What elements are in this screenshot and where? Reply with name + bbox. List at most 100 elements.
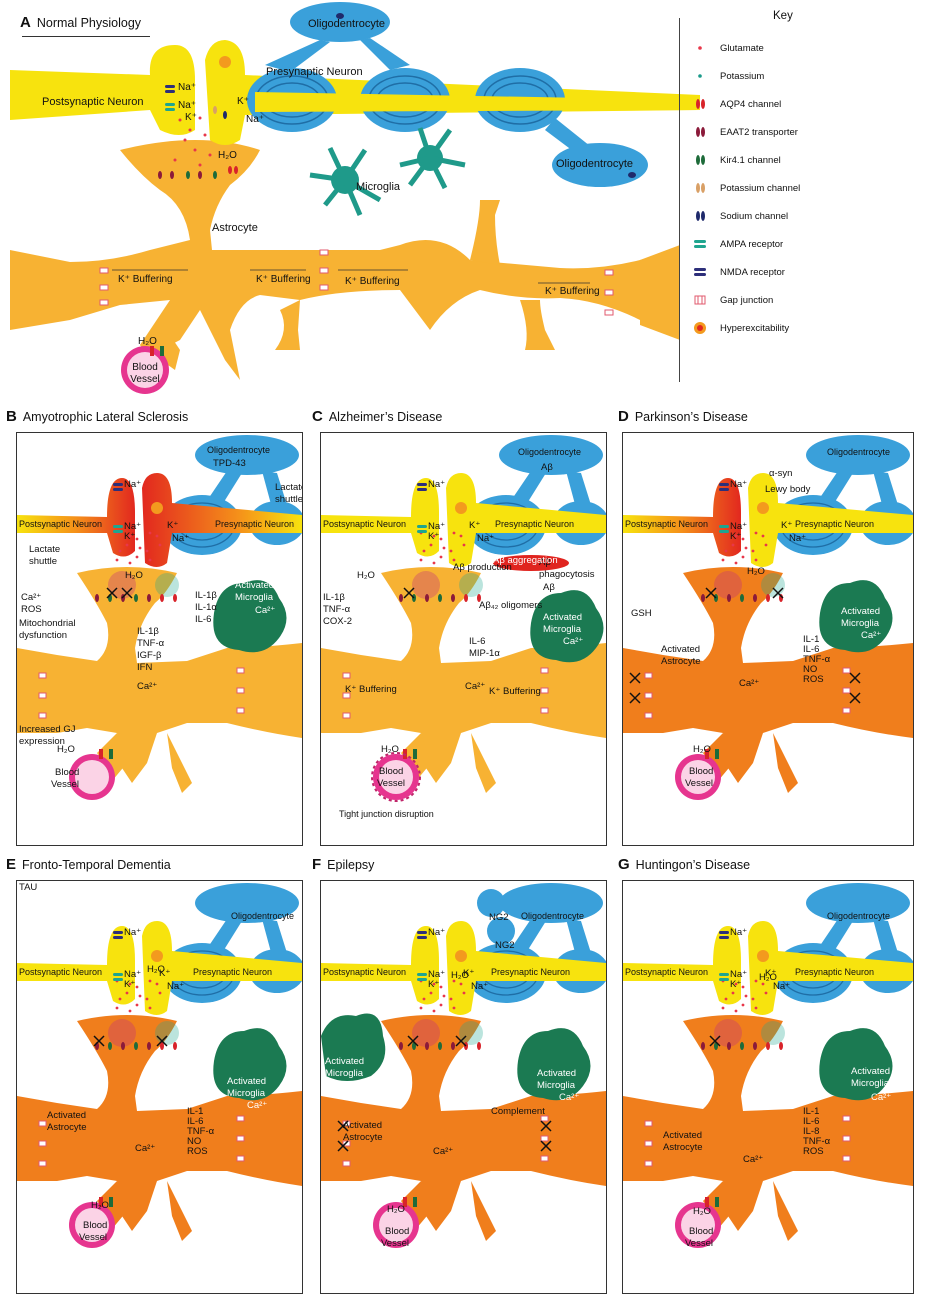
- key-item-potassium: Potassium: [698, 71, 764, 82]
- panel-c-label: K⁺: [428, 531, 440, 542]
- microglia: [309, 127, 466, 216]
- panel-c-label: Blood: [379, 766, 404, 777]
- panel-c-label: Vessel: [377, 778, 405, 789]
- presynaptic-neuron: [142, 473, 302, 567]
- panel-e-label: NO: [187, 1136, 202, 1147]
- oligodendrocyte: [773, 883, 913, 1003]
- key-item-label: Sodium channel: [720, 211, 789, 222]
- kir41-channel-icon: [693, 154, 707, 166]
- key-item-label: NMDA receptor: [720, 267, 785, 278]
- activated-microglia: [517, 1028, 591, 1101]
- panel-g-label: Blood: [689, 1226, 714, 1237]
- panel-a-illustration: [10, 2, 700, 394]
- panel-b-label: IFN: [137, 662, 153, 673]
- panel-e-label: H₂O: [91, 1200, 109, 1211]
- panel-d-label: Activated: [841, 606, 881, 617]
- key-title: Key: [773, 10, 793, 22]
- panel-e-label: Astrocyte: [47, 1122, 87, 1133]
- postsynaptic-neuron: [623, 926, 741, 1005]
- panel-b-label: Increased GJ: [19, 724, 76, 735]
- panel-g-label: Na⁺: [730, 927, 748, 938]
- panel-b-label: dysfunction: [19, 630, 68, 641]
- panel-f-label: Postsynaptic Neuron: [323, 967, 407, 977]
- panel-c-label: Presynaptic Neuron: [495, 519, 575, 529]
- panel-g-label: H₂O: [693, 1206, 711, 1217]
- panel-e-illustration: [17, 883, 302, 1248]
- blood-vessel-a: [121, 333, 180, 394]
- panel-b-label: Na⁺: [124, 479, 142, 490]
- label-kbuf1-a: K⁺ Buffering: [118, 274, 173, 285]
- panel-f-label: Microglia: [537, 1080, 576, 1091]
- panel-c-label: Oligodentrocyte: [518, 447, 582, 457]
- panel-c-label: Postsynaptic Neuron: [323, 519, 407, 529]
- panel-d-label: Vessel: [685, 778, 713, 789]
- activated-microglia-left: [321, 1013, 386, 1081]
- panel-g-label: Ca²⁺: [871, 1092, 892, 1103]
- panel-c-label: IL-6: [469, 636, 486, 647]
- panel-e-label: Presynaptic Neuron: [193, 967, 273, 977]
- label-microglia-a: Microglia: [356, 181, 401, 193]
- key-item-ampa-receptor: AMPA receptor: [694, 239, 783, 250]
- panel-g-label: Astrocyte: [663, 1142, 703, 1153]
- presynaptic-neuron: [142, 921, 302, 1015]
- gap-junction-icon: [693, 294, 707, 306]
- key-item-label: Hyperexcitability: [720, 323, 790, 334]
- panel-d-label: Ca²⁺: [739, 678, 760, 689]
- panel-d-label: Oligodentrocyte: [827, 447, 891, 457]
- panel-c-label: Aβ: [543, 582, 555, 593]
- panel-e-label: K⁺: [159, 968, 171, 979]
- panel-g-illustration: [623, 883, 913, 1248]
- key-item-aqp4-channel: AQP4 channel: [696, 99, 781, 110]
- panel-c-label: Aβ₄₂ oligomers: [479, 600, 543, 611]
- panel-c-label: K⁺ Buffering: [345, 684, 397, 695]
- key-item-potassium-channel: Potassium channel: [696, 183, 801, 194]
- panel-g-label: IL-1: [803, 1106, 820, 1117]
- panel-b-label: expression: [19, 736, 65, 747]
- panel-b-label: TPD-43: [213, 458, 246, 469]
- panel-g-label: IL-8: [803, 1126, 820, 1137]
- panel-b-label: shuttle: [275, 494, 303, 505]
- panel-c-label: Na⁺: [428, 521, 446, 532]
- panel-c-label: Aβ: [539, 557, 551, 568]
- panel-b-label: IL-1α: [195, 602, 217, 613]
- panel-d-label: Ca²⁺: [861, 630, 882, 641]
- panel-e-label: Na⁺: [124, 927, 142, 938]
- postsynaptic-neuron: [17, 478, 135, 557]
- panel-f-label: Astrocyte: [343, 1132, 383, 1143]
- postsynaptic-neuron: [321, 926, 439, 1005]
- panel-f-label: H₂O: [451, 970, 469, 981]
- panel-c-illustration: [321, 435, 606, 802]
- activated-microglia: [530, 590, 604, 663]
- panel-d-label: Postsynaptic Neuron: [625, 519, 709, 529]
- postsynaptic-neuron: [321, 478, 439, 557]
- panel-d-label: α-syn: [769, 468, 793, 479]
- panel-d-label: IL-1: [803, 634, 820, 645]
- panel-g-label: Activated: [851, 1066, 891, 1077]
- panel-b-label: K⁺: [167, 520, 179, 531]
- panel-d-label: H₂O: [693, 744, 711, 755]
- panel-f-label: Microglia: [325, 1068, 364, 1079]
- panel-f-label: Ca²⁺: [333, 1080, 354, 1091]
- panel-g-label: Microglia: [851, 1078, 890, 1089]
- panel-f-label: Na⁺: [428, 927, 446, 938]
- key-item-label: Potassium channel: [720, 183, 801, 194]
- key-item-label: Kir4.1 channel: [720, 155, 781, 166]
- panel-b-label: Ca²⁺: [137, 681, 158, 692]
- channels-row: [158, 166, 238, 179]
- panel-d-label: IL-6: [803, 644, 820, 655]
- panel-d-label: ROS: [803, 674, 824, 685]
- key-item-label: EAAT2 transporter: [720, 127, 798, 138]
- key-item-kir4-1-channel: Kir4.1 channel: [696, 155, 781, 166]
- gap-junctions: [99, 249, 614, 316]
- panel-b-illustration: [17, 435, 302, 800]
- blood-vessel: [675, 749, 721, 800]
- panel-c-label: K⁺: [469, 520, 481, 531]
- blood-vessel: [373, 1197, 419, 1248]
- postsynaptic-neuron: [17, 926, 135, 1005]
- panel-f-label: Na⁺: [471, 981, 489, 992]
- panel-b-label: Presynaptic Neuron: [215, 519, 295, 529]
